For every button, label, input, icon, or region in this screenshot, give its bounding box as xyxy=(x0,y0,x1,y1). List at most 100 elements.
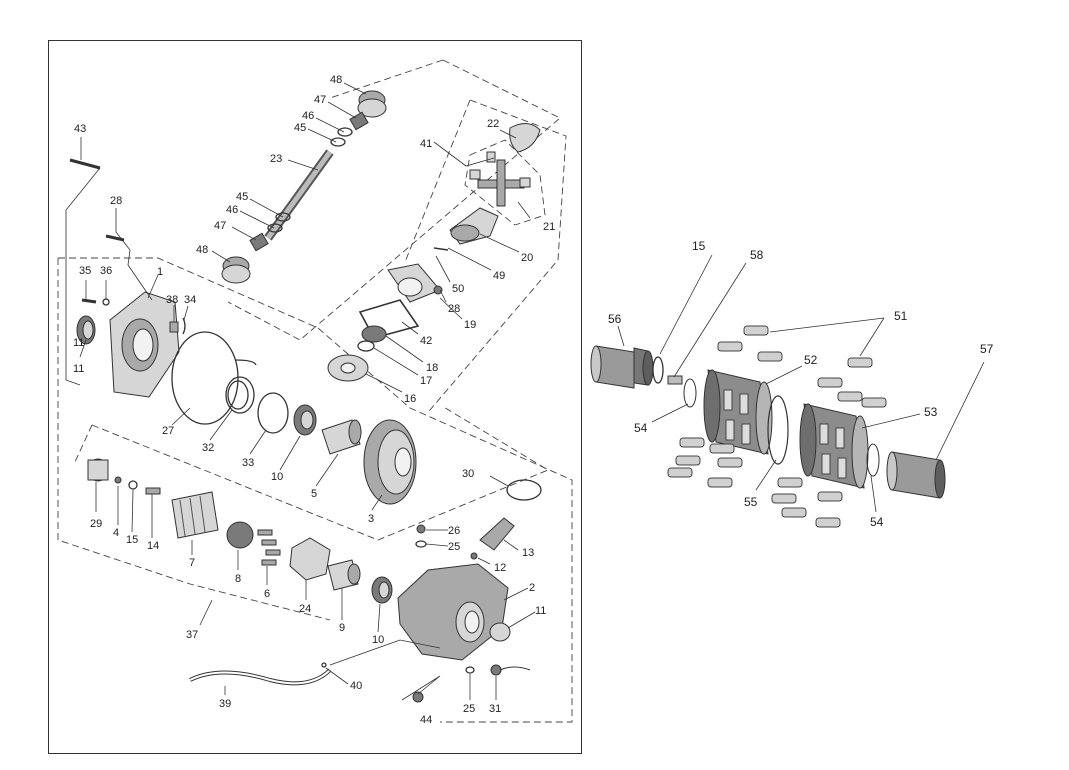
label-6: 6 xyxy=(264,588,270,600)
gear-47-top-icon xyxy=(349,111,369,131)
label-11-mid: 11 xyxy=(73,363,84,375)
clip-49-icon xyxy=(433,247,449,251)
gear-8-icon xyxy=(226,521,254,549)
cage-53-icon xyxy=(799,403,869,489)
gear-47-bottom-icon xyxy=(249,232,269,252)
label-33: 33 xyxy=(242,457,254,469)
label-38: 38 xyxy=(166,294,178,306)
label-4: 4 xyxy=(113,527,119,539)
label-28-left: 28 xyxy=(110,195,122,207)
label-40: 40 xyxy=(350,680,362,692)
yoke-assembly-41 xyxy=(327,123,541,382)
seal-18-icon xyxy=(361,325,387,343)
label-27: 27 xyxy=(162,425,174,437)
label-47-bottom: 47 xyxy=(214,220,226,232)
washer-25-bottom-icon xyxy=(465,666,475,674)
label-48-bottom: 48 xyxy=(196,244,208,256)
label-43: 43 xyxy=(74,123,86,135)
label-45-top: 45 xyxy=(294,122,306,134)
label-44: 44 xyxy=(420,714,432,726)
cage-52-icon xyxy=(703,369,773,455)
label-29: 29 xyxy=(90,518,102,530)
label-r-57: 57 xyxy=(980,342,994,356)
label-16: 16 xyxy=(404,393,416,405)
label-13: 13 xyxy=(522,547,534,559)
label-14: 14 xyxy=(147,540,159,552)
label-36: 36 xyxy=(100,265,112,277)
label-21: 21 xyxy=(543,221,555,233)
cross-21-icon xyxy=(469,151,531,207)
pin-38-icon xyxy=(169,321,179,333)
label-r-53: 53 xyxy=(924,405,938,419)
bolt-35-icon xyxy=(81,298,97,304)
label-50: 50 xyxy=(452,283,464,295)
seal-11-left-icon xyxy=(76,315,96,345)
oring-30-icon xyxy=(506,479,542,501)
label-41: 41 xyxy=(420,138,432,150)
ring-33-icon xyxy=(257,392,289,434)
shaft-assembly xyxy=(221,90,387,284)
label-18: 18 xyxy=(426,362,438,374)
ring-45-bottom-icon xyxy=(275,212,291,222)
sensor-31-icon xyxy=(490,664,502,676)
label-15-left: 15 xyxy=(126,534,138,546)
label-25-bottom: 25 xyxy=(463,703,475,715)
label-r-15: 15 xyxy=(692,239,706,253)
label-r-54-left: 54 xyxy=(634,421,648,435)
clip-34-icon xyxy=(182,317,186,335)
ring-55-icon xyxy=(767,395,789,465)
bolt-28-left-icon xyxy=(105,234,125,242)
washer-25-top-icon xyxy=(415,540,427,548)
bolt-43-icon xyxy=(69,158,101,170)
sleeve-56-icon xyxy=(590,345,654,389)
cover-1-icon xyxy=(109,291,180,398)
right-exploded-view: 15 58 56 51 57 52 53 54 55 54 xyxy=(590,239,994,529)
washer-15-right-icon xyxy=(652,356,664,384)
cage-7-icon xyxy=(171,491,219,539)
boot-48-top-icon xyxy=(357,90,387,118)
callout-labels-left: 48 47 46 45 23 45 46 47 48 43 28 35 36 1… xyxy=(73,74,555,726)
ring-32-icon xyxy=(225,376,255,414)
housing-2-icon xyxy=(397,563,509,661)
washer-15-icon xyxy=(128,480,138,490)
label-11-right: 11 xyxy=(535,605,546,617)
label-20: 20 xyxy=(521,252,533,264)
bearing-10-bottom-icon xyxy=(371,576,393,604)
pinion-13-icon xyxy=(479,517,515,551)
label-r-51: 51 xyxy=(894,309,908,323)
pin-12-icon xyxy=(470,552,478,560)
label-28-right: 28 xyxy=(448,303,460,315)
bearing-29-icon xyxy=(87,458,109,482)
spacer-14-icon xyxy=(145,487,161,495)
clip-40-icon xyxy=(321,662,327,668)
ring-45-top-icon xyxy=(330,137,346,147)
washer-11-right-icon xyxy=(489,622,511,642)
label-1: 1 xyxy=(157,266,163,278)
label-9: 9 xyxy=(339,622,345,634)
label-5: 5 xyxy=(311,488,317,500)
label-7: 7 xyxy=(189,557,195,569)
label-3: 3 xyxy=(368,513,374,525)
sleeve-5-icon xyxy=(321,419,362,455)
label-37: 37 xyxy=(186,629,198,641)
sleeve-9-icon xyxy=(327,559,361,591)
label-r-56: 56 xyxy=(608,312,622,326)
label-17: 17 xyxy=(420,375,432,387)
ring-54-left-icon xyxy=(683,378,697,408)
oring-27-icon xyxy=(171,331,239,425)
sleeve-57-icon xyxy=(886,451,946,499)
label-8: 8 xyxy=(235,573,241,585)
label-2: 2 xyxy=(529,582,535,594)
label-31: 31 xyxy=(489,703,501,715)
rollers-51-icon xyxy=(667,325,887,528)
rollers-6-icon xyxy=(257,529,281,566)
ring-46-bottom-icon xyxy=(267,223,283,233)
plate-24-icon xyxy=(289,537,331,581)
label-24: 24 xyxy=(299,603,311,615)
label-46-top: 46 xyxy=(302,110,314,122)
label-39: 39 xyxy=(219,698,231,710)
label-12: 12 xyxy=(494,562,506,574)
label-48-top: 48 xyxy=(330,74,342,86)
